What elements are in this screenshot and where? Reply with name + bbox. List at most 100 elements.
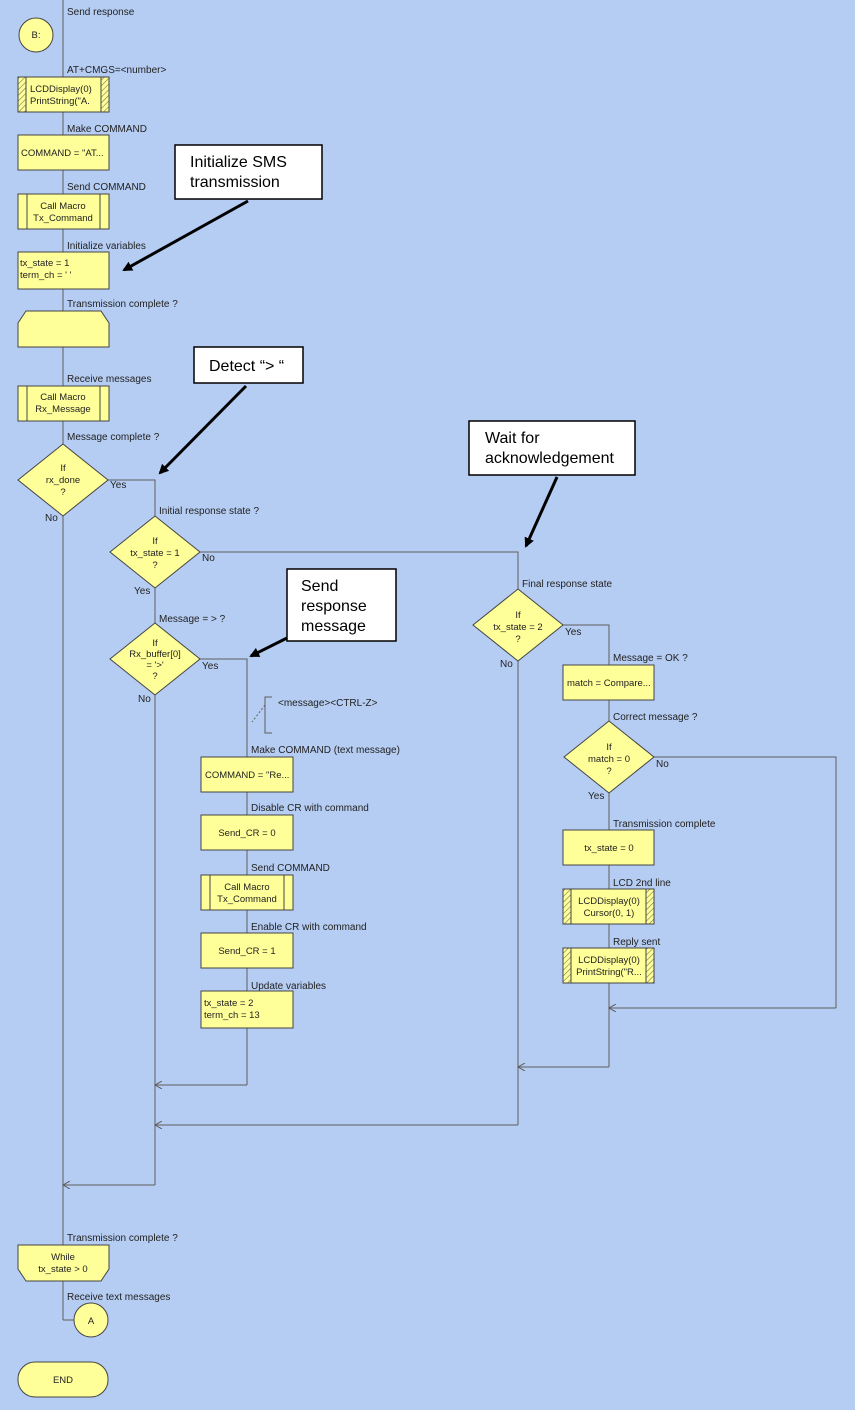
label-transmission-complete: Transmission complete <box>613 819 716 830</box>
callout-send-resp-arrow <box>249 636 288 658</box>
no-rx-done: No <box>45 513 58 524</box>
decision-tx-state-2 <box>472 588 564 662</box>
send-cr-1-text: Send_CR = 1 <box>218 946 275 957</box>
label-initialize-variables: Initialize variables <box>67 241 146 252</box>
call-macro-tx-2-line-1: Call Macro <box>224 882 269 893</box>
end-terminator <box>17 1361 109 1398</box>
label-send-command-2: Send COMMAND <box>251 863 330 874</box>
label-send-response: Send response <box>67 7 135 18</box>
label-update-variables: Update variables <box>251 981 326 992</box>
call-macro-tx-1: Call Macro Tx_Command <box>17 193 110 230</box>
loop-start-shape <box>17 310 110 348</box>
no-tx-state-2: No <box>500 659 513 670</box>
init-vars-line-1: tx_state = 1 <box>20 258 69 269</box>
init-vars-line-2: term_ch = ' ' <box>20 270 72 281</box>
yes-tx-state-2: Yes <box>565 627 581 638</box>
send-cr-1-box <box>200 932 294 969</box>
decision-tx-state-1-line-2: tx_state = 1 <box>130 548 179 559</box>
decision-rx-done-line-2: rx_done <box>46 475 80 486</box>
decision-match <box>563 720 655 794</box>
init-vars-box <box>17 251 110 290</box>
decision-rx-done-line-1: If <box>60 463 66 474</box>
yes-rx-done: Yes <box>110 480 126 491</box>
decision-match-line-2: match = 0 <box>588 754 630 765</box>
send-cr-0-text: Send_CR = 0 <box>218 828 275 839</box>
update-vars-line-1: tx_state = 2 <box>204 998 253 1009</box>
no-tx-state-1: No <box>202 553 215 564</box>
call-macro-rx: Call Macro Rx_Message <box>17 385 110 422</box>
callouts: Initialize SMS transmission Detect “> “ … <box>122 144 636 658</box>
send-cr-0-box <box>200 814 294 851</box>
no-rx-buffer: No <box>138 694 151 705</box>
label-message-ctrlz: <message><CTRL-Z> <box>278 698 378 709</box>
no-match: No <box>656 759 669 770</box>
while-line-2: tx_state > 0 <box>38 1264 87 1275</box>
command-box-2-text: COMMAND = "Re... <box>205 770 289 781</box>
label-transmission-complete-q-2: Transmission complete ? <box>67 1233 178 1244</box>
decision-rx-buffer-line-2: Rx_buffer[0] <box>129 649 181 660</box>
command-box-1 <box>17 134 110 171</box>
callout-wait-ack-arrow <box>524 476 559 548</box>
label-message-complete-q: Message complete ? <box>67 432 160 443</box>
decision-match-line-1: If <box>606 742 612 753</box>
callout-send-resp <box>286 568 397 642</box>
callout-detect <box>193 346 304 384</box>
callout-detect-arrow <box>158 384 248 475</box>
label-at-cmgs: AT+CMGS=<number> <box>67 65 166 76</box>
lcd-box-3-line-1: LCDDisplay(0) <box>578 955 640 966</box>
connector-a-text: A <box>88 1316 95 1327</box>
command-box-1-text: COMMAND = "AT... <box>21 148 104 159</box>
callout-send-resp-line-1: Send <box>301 578 338 595</box>
label-lcd-2nd-line: LCD 2nd line <box>613 878 671 889</box>
decision-match-line-3: ? <box>606 766 611 777</box>
lcd-box-1: LCDDisplay(0) PrintString("A. <box>17 76 110 113</box>
match-box <box>562 664 655 701</box>
yes-tx-state-1: Yes <box>134 586 150 597</box>
callout-wait-ack-line-1: Wait for <box>485 430 540 447</box>
callout-init-sms <box>174 144 323 200</box>
decision-tx-state-1-line-3: ? <box>152 560 157 571</box>
decision-tx-state-1 <box>109 515 201 589</box>
decision-rx-done-line-3: ? <box>60 487 65 498</box>
end-text: END <box>53 1375 73 1386</box>
while-shape <box>17 1244 110 1282</box>
yes-rx-buffer: Yes <box>202 661 218 672</box>
lcd-box-1-line-2: PrintString("A. <box>30 96 90 107</box>
label-reply-sent: Reply sent <box>613 937 660 948</box>
decision-tx-state-2-line-1: If <box>515 610 521 621</box>
label-receive-text: Receive text messages <box>67 1292 170 1303</box>
callout-wait-ack <box>468 420 636 476</box>
callout-init-sms-line-1: Initialize SMS <box>190 154 287 171</box>
call-macro-tx-2-line-2: Tx_Command <box>217 894 277 905</box>
lcd-box-3: LCDDisplay(0) PrintString("R... <box>562 947 655 984</box>
call-macro-rx-line-1: Call Macro <box>40 392 85 403</box>
callout-wait-ack-line-2: acknowledgement <box>485 450 615 467</box>
command-box-2 <box>200 756 294 793</box>
callout-init-sms-line-2: transmission <box>190 174 280 191</box>
label-make-command: Make COMMAND <box>67 124 147 135</box>
lcd-box-3-line-2: PrintString("R... <box>576 967 642 978</box>
decision-rx-buffer-line-4: ? <box>152 671 157 682</box>
update-vars-box <box>200 990 294 1029</box>
call-macro-tx-1-line-1: Call Macro <box>40 201 85 212</box>
decision-rx-buffer-line-3: = '>' <box>146 660 164 671</box>
label-message-ok-q: Message = OK ? <box>613 653 688 664</box>
label-transmission-complete-q: Transmission complete ? <box>67 299 178 310</box>
yes-match: Yes <box>588 791 604 802</box>
label-enable-cr: Enable CR with command <box>251 922 367 933</box>
callout-send-resp-line-3: message <box>301 618 366 635</box>
decision-rx-done <box>17 443 109 517</box>
step-labels: Send response AT+CMGS=<number> Make COMM… <box>67 7 716 1303</box>
connector-b-text: B: <box>32 30 41 41</box>
lcd-box-2-line-1: LCDDisplay(0) <box>578 896 640 907</box>
update-vars-line-2: term_ch = 13 <box>204 1010 260 1021</box>
decision-rx-buffer-line-1: If <box>152 638 158 649</box>
label-final-response: Final response state <box>522 579 612 590</box>
tx-state-0-text: tx_state = 0 <box>584 843 633 854</box>
tx-state-0-box <box>562 829 655 866</box>
decision-tx-state-2-line-3: ? <box>515 634 520 645</box>
connector-a <box>73 1302 109 1338</box>
yes-no-labels: Yes No No Yes Yes No Yes No No Yes <box>45 480 669 802</box>
call-macro-tx-2: Call Macro Tx_Command <box>200 874 294 911</box>
shapes: B: LCDDisplay(0) PrintString("A. COMMAND… <box>17 17 655 1398</box>
